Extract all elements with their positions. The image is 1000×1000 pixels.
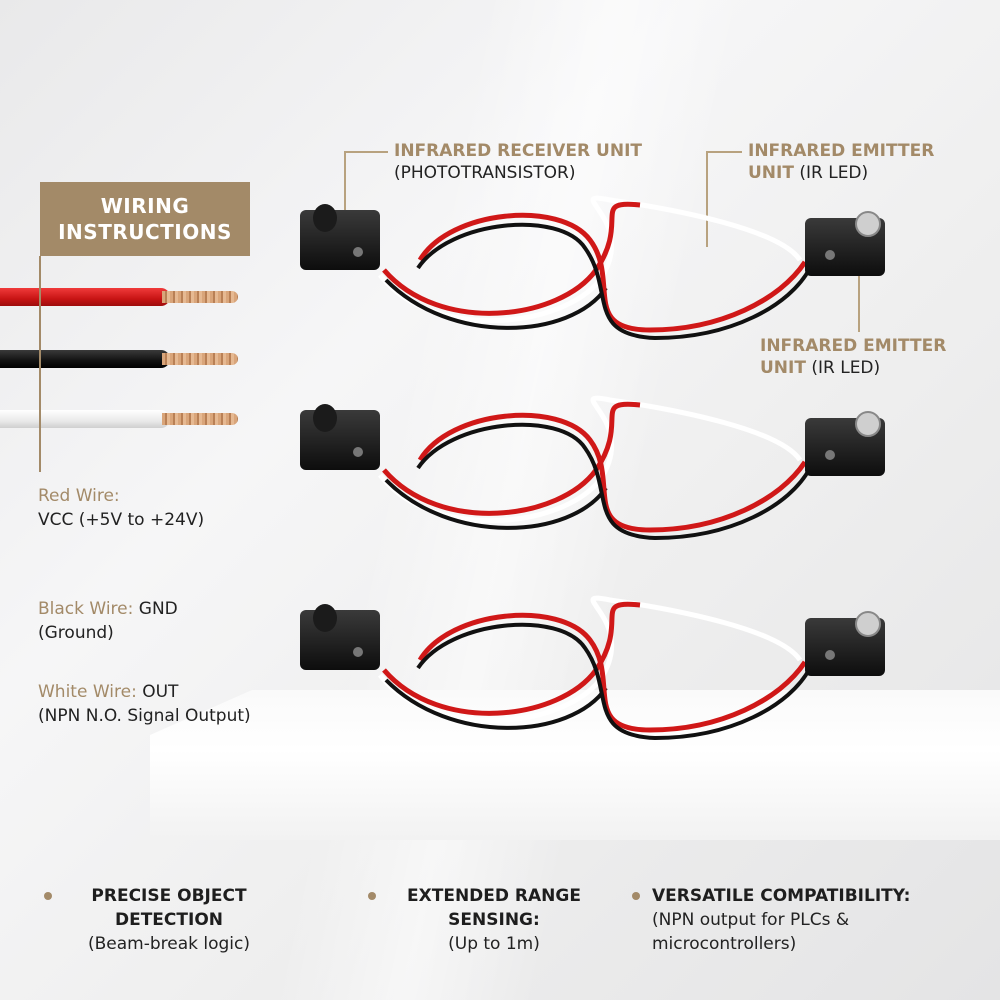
receiver-subtitle: (PHOTOTRANSISTOR) (394, 163, 576, 183)
emitter-top-unit: UNIT (748, 163, 794, 183)
emitter-leader-h (706, 151, 742, 153)
red-wire-desc: VCC (+5V to +24V) (38, 510, 205, 530)
sensor-set-2 (300, 395, 885, 541)
emitter-callout-mid: INFRARED EMITTER UNIT (IR LED) (760, 335, 946, 379)
receiver-callout: INFRARED RECEIVER UNIT (PHOTOTRANSISTOR) (394, 140, 642, 184)
red-wire-legend: Red Wire: VCC (+5V to +24V) (38, 484, 204, 532)
sensor-receiver-lens (313, 204, 337, 232)
feature-2-desc: (Up to 1m) (448, 934, 540, 954)
red-wire-title: Red Wire: (38, 486, 120, 506)
feature-1-title-2: DETECTION (114, 910, 223, 930)
receiver-title: INFRARED RECEIVER UNIT (394, 141, 642, 161)
emitter-mid-rest: (IR LED) (811, 358, 881, 378)
emitter-mid-line-1: INFRARED EMITTER (760, 336, 947, 356)
feature-1-desc: (Beam-break logic) (87, 934, 250, 954)
feature-extended-range: EXTENDED RANGE SENSING: (Up to 1m) (388, 884, 600, 956)
red-wire-copper-tip (162, 291, 238, 303)
emitter-callout-top: INFRARED EMITTER UNIT (IR LED) (748, 140, 934, 184)
red-wire-image (0, 288, 170, 306)
white-wire-desc: (NPN N.O. Signal Output) (38, 706, 251, 726)
tag-line-1: WIRING (100, 194, 190, 218)
legend-leader-line (39, 256, 41, 472)
black-wire-copper-tip (162, 353, 238, 365)
black-wire-legend: Black Wire: GND (Ground) (38, 597, 178, 645)
sensor-emitter-lens (855, 211, 881, 237)
black-wire-title: Black Wire: (38, 599, 134, 619)
black-wire-image (0, 350, 170, 368)
black-wire-value: GND (138, 599, 178, 619)
white-wire-legend: White Wire: OUT (NPN N.O. Signal Output) (38, 680, 251, 728)
feature-versatile-compatibility: VERSATILE COMPATIBILITY: (NPN output for… (652, 884, 972, 956)
emitter-mid-unit: UNIT (760, 358, 806, 378)
feature-2-title-2: SENSING: (448, 910, 540, 930)
feature-3-desc-1: (NPN output for PLCs & (652, 910, 850, 930)
white-wire-copper-tip (162, 413, 238, 425)
white-wire-image (0, 410, 170, 428)
emitter-leader-v (706, 151, 708, 247)
receiver-leader-h (344, 151, 388, 153)
feature-2-title-1: EXTENDED RANGE (407, 886, 581, 906)
emitter-mid-leader (858, 240, 860, 332)
emitter-top-rest: (IR LED) (799, 163, 869, 183)
sensor-receiver-icon (300, 210, 380, 270)
sensor-set-1 (300, 195, 885, 341)
bullet-dot-icon (44, 892, 52, 900)
bullet-dot-icon (632, 892, 640, 900)
bullet-dot-icon (368, 892, 376, 900)
sensor-set-3 (300, 595, 885, 741)
black-wire-desc: (Ground) (38, 623, 114, 643)
feature-3-title: VERSATILE COMPATIBILITY: (652, 886, 911, 906)
feature-1-title-1: PRECISE OBJECT (91, 886, 247, 906)
feature-precise-detection: PRECISE OBJECT DETECTION (Beam-break log… (64, 884, 274, 956)
wiring-instructions-tag: WIRING INSTRUCTIONS (40, 182, 250, 256)
receiver-leader-v (344, 151, 346, 223)
feature-3-desc-2: microcontrollers) (652, 934, 797, 954)
tag-line-2: INSTRUCTIONS (58, 220, 232, 244)
emitter-top-line-1: INFRARED EMITTER (748, 141, 935, 161)
white-wire-title: White Wire: (38, 682, 137, 702)
white-wire-value: OUT (142, 682, 179, 702)
